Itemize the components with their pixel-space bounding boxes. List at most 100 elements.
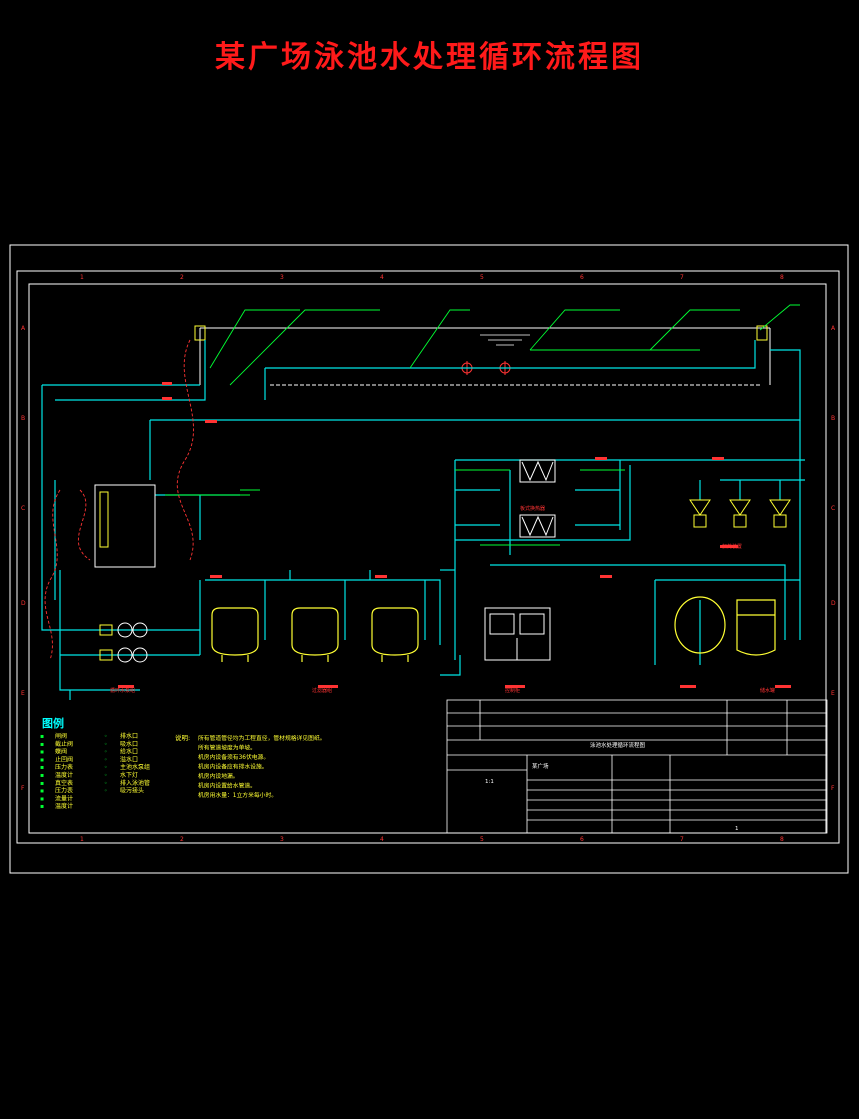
notes: 所有管道管径均为工程直径，管材规格详见图纸。所有管道坡度为单坡。机房内设备须有3… <box>198 734 326 799</box>
label-heat-exchangers: 板式换热器 <box>520 505 545 512</box>
legend-mid: ◦ 排水口 ◦ 吸水口 ◦ 给水口 ◦ 溢水口 ◦ 主池水泵组 ◦ 水下灯 ◦ 排入泳池管 ◦ 吸污接头 <box>104 732 150 795</box>
legend-item-label: 吸水口 <box>120 740 138 748</box>
legend-symbol: ▪ <box>40 741 44 748</box>
legend-item-label: 闸阀 <box>55 732 67 740</box>
grid-label-right: F <box>831 785 835 792</box>
note-line: 机房用水量：1立方米每小时。 <box>198 791 277 799</box>
label-storage-tanks: 储水罐 <box>760 687 775 694</box>
inner-frame <box>16 270 840 844</box>
chemical-pipes <box>165 304 800 546</box>
grid-label-bottom: 4 <box>380 836 384 843</box>
label-control-cabinet: 控制柜 <box>505 687 520 694</box>
grid-label-top: 7 <box>680 274 684 281</box>
note-line: 所有管道坡度为单坡。 <box>198 744 256 752</box>
drain-lines <box>44 339 194 661</box>
grid-label-top: 8 <box>780 274 784 281</box>
legend-symbol: ▪ <box>40 749 44 756</box>
dosing-tank-icon <box>689 499 791 528</box>
legend-item-label: 主池水泵组 <box>120 763 150 771</box>
pool <box>194 325 771 386</box>
grid-label-left: A <box>21 325 26 332</box>
title-block-sheet: 1 <box>735 826 739 832</box>
pipe-size-tags <box>118 382 791 688</box>
legend-symbol: ◦ <box>104 756 108 763</box>
pump-group <box>99 622 148 663</box>
label-pump-group: 循环水泵组 <box>110 687 135 694</box>
balance-tank <box>94 484 156 568</box>
page-title: 某广场泳池水处理循环流程图 <box>215 40 644 75</box>
legend-symbol: ▪ <box>40 795 44 802</box>
grid-label-bottom: 6 <box>580 836 584 843</box>
legend-symbol: ◦ <box>104 733 108 740</box>
grid-label-top: 3 <box>280 274 284 281</box>
grid-label-bottom: 8 <box>780 836 784 843</box>
note-line: 机房内设备须有36伏电源。 <box>198 753 269 761</box>
note-line: 机房内设备应有排水设施。 <box>198 763 268 771</box>
notes-header: 说明: <box>175 733 190 742</box>
legend-symbol: ◦ <box>104 741 108 748</box>
legend-item-label: 流量计 <box>55 794 73 802</box>
grid-label-bottom: 2 <box>180 836 184 843</box>
heat-exchanger-icon <box>519 459 556 538</box>
legend-symbol: ▪ <box>40 756 44 763</box>
title-block-scale: 1:1 <box>485 779 494 785</box>
legend-item-label: 吸污接头 <box>120 787 144 795</box>
legend-item-label: 蝶阀 <box>55 748 67 756</box>
legend-symbol: ◦ <box>104 749 108 756</box>
legend-symbol: ▪ <box>40 788 44 795</box>
legend-item-label: 压力表 <box>55 763 73 771</box>
legend-item-label: 水下灯 <box>120 771 138 779</box>
note-line: 机房内设置给水管道。 <box>198 782 256 790</box>
grid-label-left: E <box>21 690 25 697</box>
title-block-drawing: 泳池水处理循环流程图 <box>590 741 646 749</box>
grid-label-top: 6 <box>580 274 584 281</box>
note-line: 机房内设地漏。 <box>198 772 239 780</box>
drawing-frame <box>28 283 827 834</box>
filter-tanks <box>211 607 419 662</box>
legend-symbol: ▪ <box>40 733 44 740</box>
note-line: 所有管道管径均为工程直径，管材规格详见图纸。 <box>198 734 326 742</box>
legend-item-label: 排水口 <box>120 732 138 740</box>
legend-symbol: ◦ <box>104 772 108 779</box>
legend-item-label: 温度计 <box>55 771 73 779</box>
outer-frame <box>9 244 849 874</box>
main-pipes <box>41 340 805 700</box>
grid-label-bottom: 5 <box>480 836 484 843</box>
grid-label-left: F <box>21 785 25 792</box>
legend-item-label: 溢水口 <box>120 755 138 763</box>
legend-item-label: 温度计 <box>55 802 73 810</box>
legend-symbol: ▪ <box>40 772 44 779</box>
legend-item-label: 压力表 <box>55 787 73 795</box>
legend-symbol: ▪ <box>40 780 44 787</box>
legend-item-label: 截止阀 <box>55 740 73 748</box>
legend-item-label: 给水口 <box>120 748 138 756</box>
grid-label-left: D <box>21 600 26 607</box>
title-block-project: 某广场 <box>532 762 549 770</box>
legend-item-label: 排入泳池管 <box>120 779 150 787</box>
title-block <box>446 699 828 834</box>
grid-label-right: B <box>831 415 835 422</box>
grid-label-bottom: 3 <box>280 836 284 843</box>
grid-label-right: E <box>831 690 835 697</box>
grid-label-top: 2 <box>180 274 184 281</box>
label-dosing: 加药装置 <box>722 543 742 550</box>
grid-label-right: C <box>831 505 835 512</box>
storage-tanks <box>674 596 776 656</box>
grid-label-left: C <box>21 505 25 512</box>
legend-symbol: ▪ <box>40 764 44 771</box>
control-cabinet <box>484 607 551 661</box>
legend-symbol: ◦ <box>104 788 108 795</box>
grid-label-right: D <box>831 600 836 607</box>
legend-symbol: ▪ <box>40 803 44 810</box>
legend-symbol: ◦ <box>104 780 108 787</box>
grid-label-left: B <box>21 415 25 422</box>
grid-label-top: 4 <box>380 274 384 281</box>
label-filters: 过滤器组 <box>312 687 332 694</box>
grid-label-bottom: 7 <box>680 836 684 843</box>
legend-item-label: 真空表 <box>55 779 73 787</box>
grid-label-bottom: 1 <box>80 836 84 843</box>
legend-symbol: ◦ <box>104 764 108 771</box>
